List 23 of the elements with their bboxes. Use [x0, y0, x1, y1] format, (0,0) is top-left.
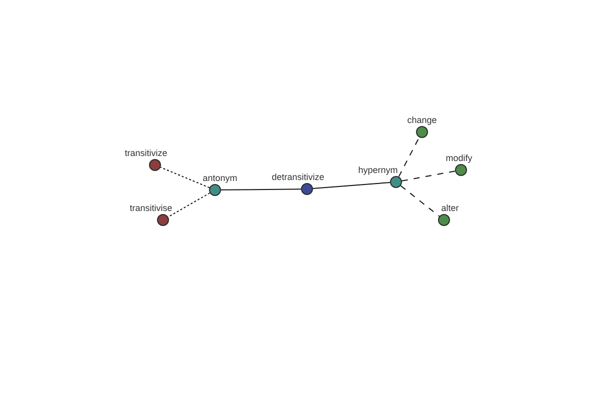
connector-line	[220, 188, 302, 190]
node-circle	[390, 176, 402, 188]
node-label: detransitivize	[272, 172, 324, 182]
node-circle	[149, 159, 161, 171]
dashed-connector-line	[398, 136, 420, 178]
node-circle	[455, 164, 467, 176]
node-circle	[157, 214, 169, 226]
dashed-connector-line	[168, 192, 210, 218]
node-circle	[438, 214, 450, 226]
node-label: alter	[441, 203, 459, 213]
connector-line	[312, 182, 391, 190]
node-label: transitivize	[124, 148, 168, 158]
dashed-connector-line	[160, 166, 210, 188]
node-label: antonym	[202, 173, 238, 183]
dashed-connector-line	[400, 185, 440, 217]
node-label: modify	[446, 153, 472, 163]
node-circle	[416, 126, 428, 138]
node-label: transitivise	[130, 203, 172, 213]
dashed-connector-line	[401, 170, 456, 182]
node-label: change	[407, 115, 437, 125]
node-circle	[209, 184, 221, 196]
node-circle	[301, 183, 313, 195]
node-label: hypernym	[358, 165, 398, 175]
